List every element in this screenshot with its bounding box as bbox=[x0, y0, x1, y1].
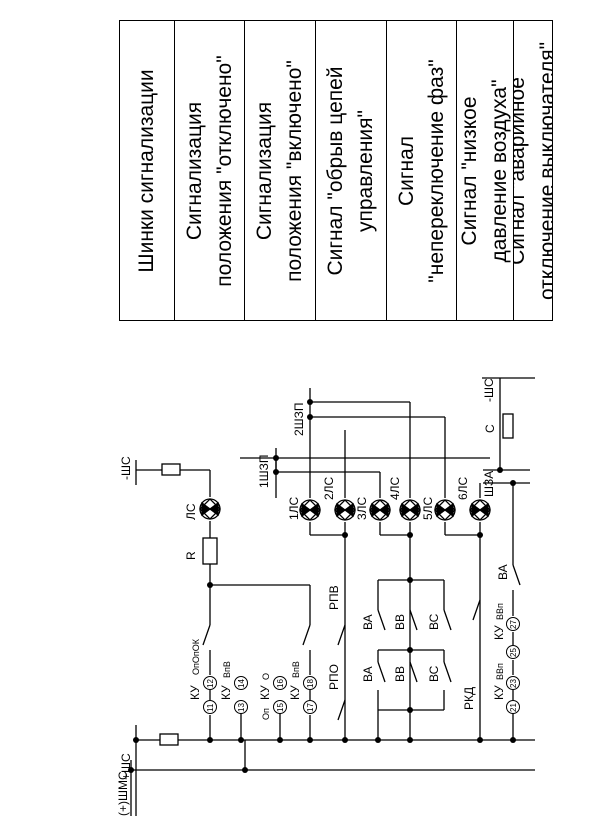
label-rpv: РПВ bbox=[327, 585, 341, 610]
label-minus-sc2: -ШС bbox=[482, 378, 496, 402]
label-c: С bbox=[483, 424, 497, 433]
terminal-circle bbox=[273, 700, 287, 714]
label-rpo: РПО bbox=[327, 664, 341, 690]
label-ku1-sub: ОпОпОК bbox=[191, 638, 201, 675]
label-5ls: 5ЛС bbox=[421, 496, 435, 520]
signal-lamp bbox=[369, 499, 391, 521]
label-1ls: 1ЛС bbox=[287, 496, 301, 520]
label-bc-top: ВС bbox=[427, 613, 441, 630]
label-2shzp: 2ШЗП bbox=[292, 402, 306, 436]
signal-lamp bbox=[334, 499, 356, 521]
label-ku5: КУ bbox=[492, 685, 506, 700]
label-ku3-sub2: Оп bbox=[261, 708, 271, 720]
label-ku1: КУ bbox=[188, 685, 202, 700]
table-column: Шинки сигнализации bbox=[120, 21, 175, 320]
label-ku6-sub: ВВп bbox=[495, 603, 505, 620]
label-r: R bbox=[184, 551, 198, 560]
label-ku3: КУ bbox=[258, 685, 272, 700]
signal-lamp bbox=[469, 499, 491, 521]
label-rkd: РКД bbox=[462, 687, 476, 710]
label-bc-bot: ВС bbox=[427, 665, 441, 682]
terminal-number: 13 bbox=[237, 703, 246, 712]
terminal-number: 14 bbox=[237, 679, 246, 688]
resistor-r bbox=[202, 537, 218, 565]
label-ku5-sub: ВВп bbox=[495, 663, 505, 680]
terminal-circle bbox=[303, 676, 317, 690]
capacitor-c bbox=[502, 413, 514, 439]
terminal-circle bbox=[234, 700, 248, 714]
label-ls: ЛС bbox=[184, 503, 198, 520]
label-ku2: КУ bbox=[219, 685, 233, 700]
signal-lamp bbox=[434, 499, 456, 521]
label-ku3-sub: О bbox=[261, 673, 271, 680]
label-ku6: КУ bbox=[492, 625, 506, 640]
table-column: Сигнал"непереключение фаз" bbox=[387, 21, 458, 320]
terminal-circle bbox=[273, 676, 287, 690]
terminal-number: 11 bbox=[206, 703, 215, 712]
fuse-bottom bbox=[159, 733, 179, 746]
signal-lamp bbox=[199, 498, 221, 520]
label-6ls: 6ЛС bbox=[456, 476, 470, 500]
terminal-number: 21 bbox=[509, 703, 518, 712]
label-ba-right: ВА bbox=[496, 564, 510, 580]
signal-lamp bbox=[399, 499, 421, 521]
terminal-circle bbox=[234, 676, 248, 690]
terminal-circle bbox=[203, 700, 217, 714]
label-bv-top: ВВ bbox=[393, 614, 407, 630]
terminal-number: 16 bbox=[276, 679, 285, 688]
label-1shzp: 1ШЗП bbox=[257, 454, 271, 488]
terminal-number: 25 bbox=[509, 648, 518, 657]
label-shza: ШЗА bbox=[482, 471, 496, 497]
terminal-number: 23 bbox=[509, 679, 518, 688]
label-3ls: 3ЛС bbox=[355, 496, 369, 520]
terminal-circle bbox=[203, 676, 217, 690]
terminal-number: 15 bbox=[276, 703, 285, 712]
label-4ls: 4ЛС bbox=[388, 476, 402, 500]
label-plus-sc: +ШС bbox=[119, 753, 133, 780]
terminal-number: 27 bbox=[509, 620, 518, 629]
terminal-circle bbox=[506, 617, 520, 631]
terminal-number: 12 bbox=[206, 679, 215, 688]
terminal-circle bbox=[303, 700, 317, 714]
label-ba-top: ВА bbox=[361, 614, 375, 630]
label-plus-smc: (+)ШМС bbox=[116, 771, 130, 816]
terminal-circle bbox=[506, 700, 520, 714]
terminal-circle bbox=[506, 676, 520, 690]
label-minus-sc: -ШС bbox=[119, 456, 133, 480]
terminal-number: 17 bbox=[306, 703, 315, 712]
terminal-circle bbox=[506, 645, 520, 659]
fuse-top bbox=[161, 463, 181, 476]
label-ku4: КУ bbox=[288, 685, 302, 700]
label-ba-bot: ВА bbox=[361, 666, 375, 682]
label-ku4-sub: ВпВ bbox=[291, 661, 301, 678]
label-ku2-sub: ВпВ bbox=[222, 661, 232, 678]
label-2ls: 2ЛС bbox=[322, 476, 336, 500]
label-bv-bot: ВВ bbox=[393, 666, 407, 682]
signal-lamp bbox=[299, 499, 321, 521]
terminal-number: 18 bbox=[306, 679, 315, 688]
